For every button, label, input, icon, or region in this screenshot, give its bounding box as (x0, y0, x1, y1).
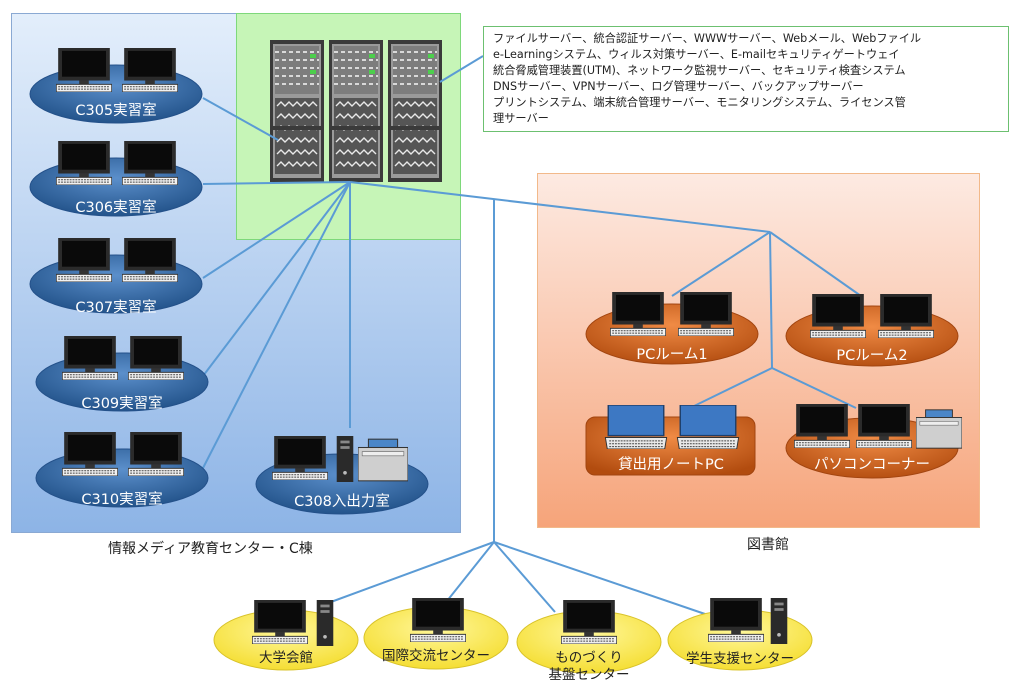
desktop-pc-icon (122, 238, 178, 282)
room-label: C310実習室 (81, 492, 163, 508)
printer-icon (916, 409, 962, 449)
room-c308: C308入出力室 (255, 432, 429, 518)
desktop-pc-icon (128, 336, 184, 380)
desktop-pc-icon (272, 436, 328, 480)
room-monozukuri: ものづくり 基盤センター (516, 600, 662, 686)
room-laptops: 貸出用ノートPC (585, 405, 756, 477)
laptop-icon (604, 405, 668, 449)
desktop-pc-icon (561, 600, 617, 644)
room-student-support: 学生支援センター (667, 598, 813, 672)
desktop-pc-icon (252, 600, 308, 644)
room-c310: C310実習室 (35, 432, 209, 508)
desktop-pc-icon (810, 294, 866, 338)
room-label: PCルーム2 (836, 348, 908, 364)
library-caption: 図書館 (747, 537, 789, 553)
room-c307: C307実習室 (29, 238, 203, 316)
server-list-line: プリントシステム、端末統合管理サーバー、モニタリングシステム、ライセンス管 (493, 96, 906, 109)
printer-icon (358, 438, 408, 482)
room-label: 貸出用ノートPC (618, 457, 724, 473)
facility-label: 学生支援センター (686, 651, 794, 667)
room-pc-room1: PCルーム1 (585, 292, 759, 368)
desktop-pc-icon (678, 292, 734, 336)
desktop-pc-icon (410, 598, 466, 642)
desktop-pc-icon (62, 432, 118, 476)
server-list-note: ファイルサーバー、統合認証サーバー、WWWサーバー、Webメール、Webファイル… (483, 26, 1009, 132)
room-pc-room2: PCルーム2 (785, 294, 959, 370)
desktop-pc-icon (856, 404, 912, 448)
desktop-pc-icon (62, 336, 118, 380)
desktop-pc-icon (56, 141, 112, 185)
facility-label: 国際交流センター (382, 648, 490, 664)
room-univ-hall: 大学会館 (213, 598, 359, 672)
facility-label-line1: ものづくり (555, 650, 623, 666)
server-list-line: ファイルサーバー、統合認証サーバー、WWWサーバー、Webメール、Webファイル (493, 32, 922, 45)
room-label: C306実習室 (75, 200, 157, 216)
room-label: C305実習室 (75, 103, 157, 119)
media-center-caption: 情報メディア教育センター・C棟 (108, 541, 313, 557)
desktop-pc-icon (56, 238, 112, 282)
facility-label-line2: 基盤センター (548, 667, 630, 683)
pc-tower-icon (770, 598, 788, 644)
room-label: C307実習室 (75, 300, 157, 316)
pc-tower-icon (316, 600, 334, 646)
room-label: C309実習室 (81, 396, 163, 412)
desktop-pc-icon (708, 598, 764, 642)
desktop-pc-icon (128, 432, 184, 476)
desktop-pc-icon (794, 404, 850, 448)
room-label: C308入出力室 (294, 494, 390, 510)
desktop-pc-icon (610, 292, 666, 336)
room-label: パソコンコーナー (814, 457, 930, 473)
server-list-line: 理サーバー (493, 112, 549, 125)
desktop-pc-icon (122, 141, 178, 185)
server-list-line: e-Learningシステム、ウィルス対策サーバー、E-mailセキュリティゲー… (493, 48, 900, 61)
room-pc-corner: パソコンコーナー (785, 402, 966, 480)
server-list-line: 統合脅威管理装置(UTM)、ネットワーク監視サーバー、セキュリティ検査システム (493, 64, 906, 77)
room-c306: C306実習室 (29, 141, 203, 217)
desktop-pc-icon (56, 48, 112, 92)
room-label: PCルーム1 (636, 347, 708, 363)
server-list-line: DNSサーバー、VPNサーバー、ログ管理サーバー、バックアップサーバー (493, 80, 864, 93)
pc-tower-icon (336, 436, 354, 482)
facility-label: 大学会館 (259, 650, 313, 666)
room-c305: C305実習室 (29, 48, 203, 124)
laptop-icon (676, 405, 740, 449)
desktop-pc-icon (122, 48, 178, 92)
room-c309: C309実習室 (35, 336, 209, 412)
desktop-pc-icon (878, 294, 934, 338)
room-intl-center: 国際交流センター (363, 596, 509, 672)
